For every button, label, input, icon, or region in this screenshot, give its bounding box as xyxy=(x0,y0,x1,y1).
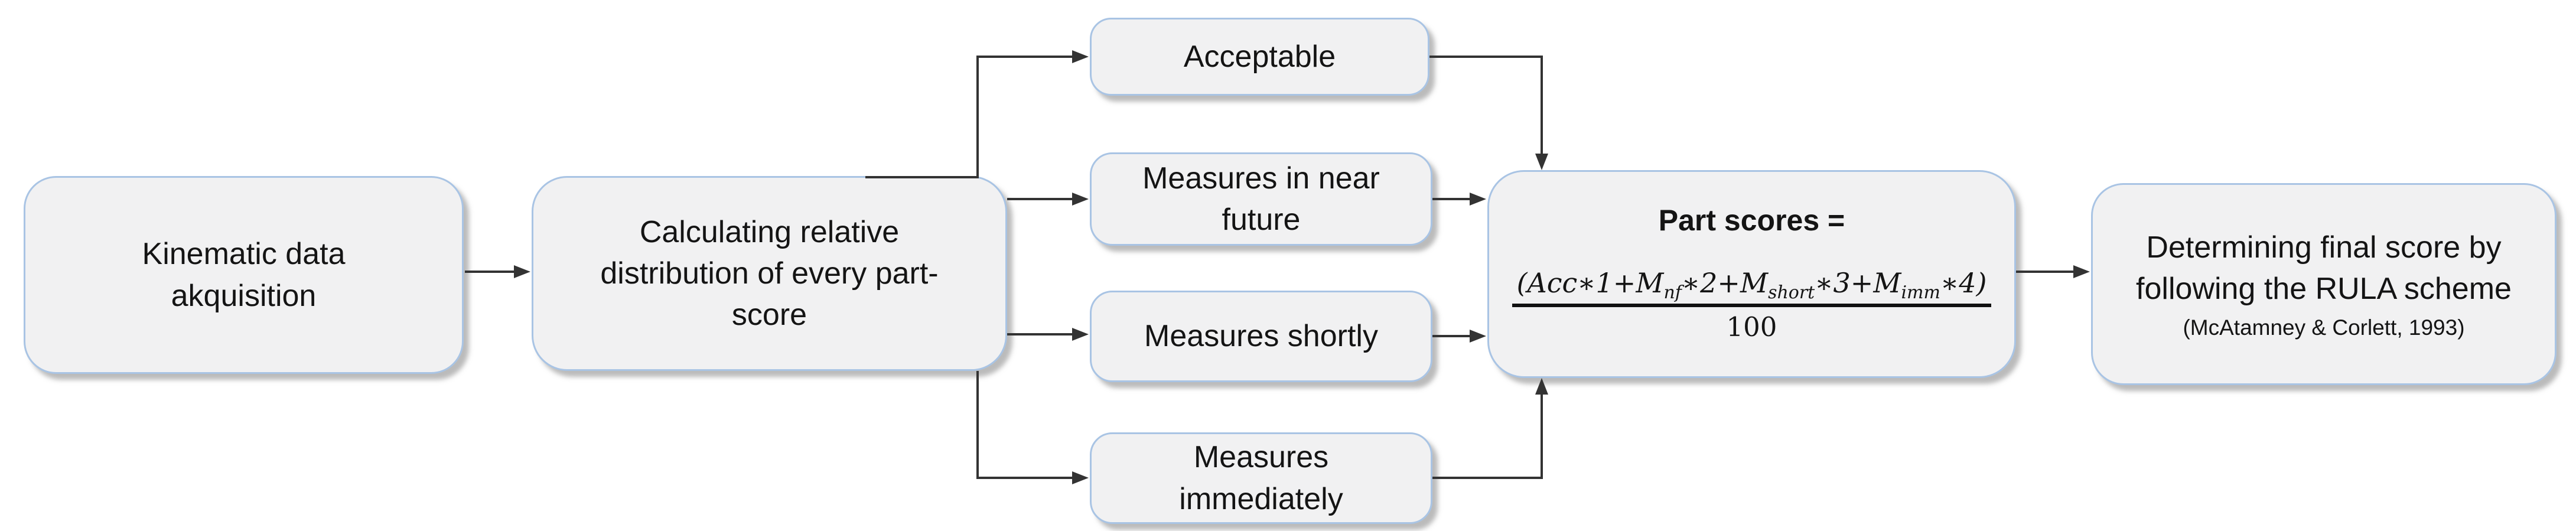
node-label: future xyxy=(1222,203,1301,237)
equation-denominator: 100 xyxy=(1726,311,1777,343)
node-label: Kinematic data xyxy=(142,237,346,272)
node-citation: (McAtamney & Corlett, 1993) xyxy=(2183,315,2465,340)
part-scores-title: Part scores = xyxy=(1658,204,1845,237)
node-part-scores-formula: Part scores = (Acc∗1+Mnf∗2+Mshort∗3+Mimm… xyxy=(1487,170,2016,378)
node-label: Acceptable xyxy=(1183,39,1336,74)
node-kinematic-data-acquisition: Kinematic data akquisition xyxy=(24,176,464,374)
node-label: Measures in near xyxy=(1142,161,1380,196)
node-label: Measures shortly xyxy=(1144,319,1378,354)
node-label: following the RULA scheme xyxy=(2136,271,2512,306)
equation-numerator: (Acc∗1+Mnf∗2+Mshort∗3+Mimm∗4) xyxy=(1512,268,1992,308)
node-label: distribution of every part- xyxy=(600,256,939,291)
node-label: Determining final score by xyxy=(2146,230,2502,265)
node-label: immediately xyxy=(1179,481,1343,516)
node-measures-in-near-future: Measures in near future xyxy=(1090,152,1432,246)
part-scores-equation: (Acc∗1+Mnf∗2+Mshort∗3+Mimm∗4) 100 xyxy=(1512,268,1992,343)
node-label: Measures xyxy=(1193,440,1329,475)
node-label: Calculating relative xyxy=(639,214,900,249)
node-label: akquisition xyxy=(171,278,317,313)
node-calculating-relative-distribution: Calculating relative distribution of eve… xyxy=(532,176,1007,371)
node-measures-immediately: Measures immediately xyxy=(1090,432,1432,524)
arrow-calculating-to-acceptable xyxy=(865,50,1089,178)
node-acceptable: Acceptable xyxy=(1090,18,1429,96)
node-measures-shortly: Measures shortly xyxy=(1090,291,1432,382)
node-determining-final-score: Determining final score by following the… xyxy=(2091,183,2557,385)
arrow-acceptable-to-part-scores xyxy=(1429,56,1548,170)
node-label: score xyxy=(731,298,807,333)
arrow-immediately-to-part-scores xyxy=(1432,378,1548,479)
arrow-calculating-to-immediately xyxy=(976,371,1089,484)
